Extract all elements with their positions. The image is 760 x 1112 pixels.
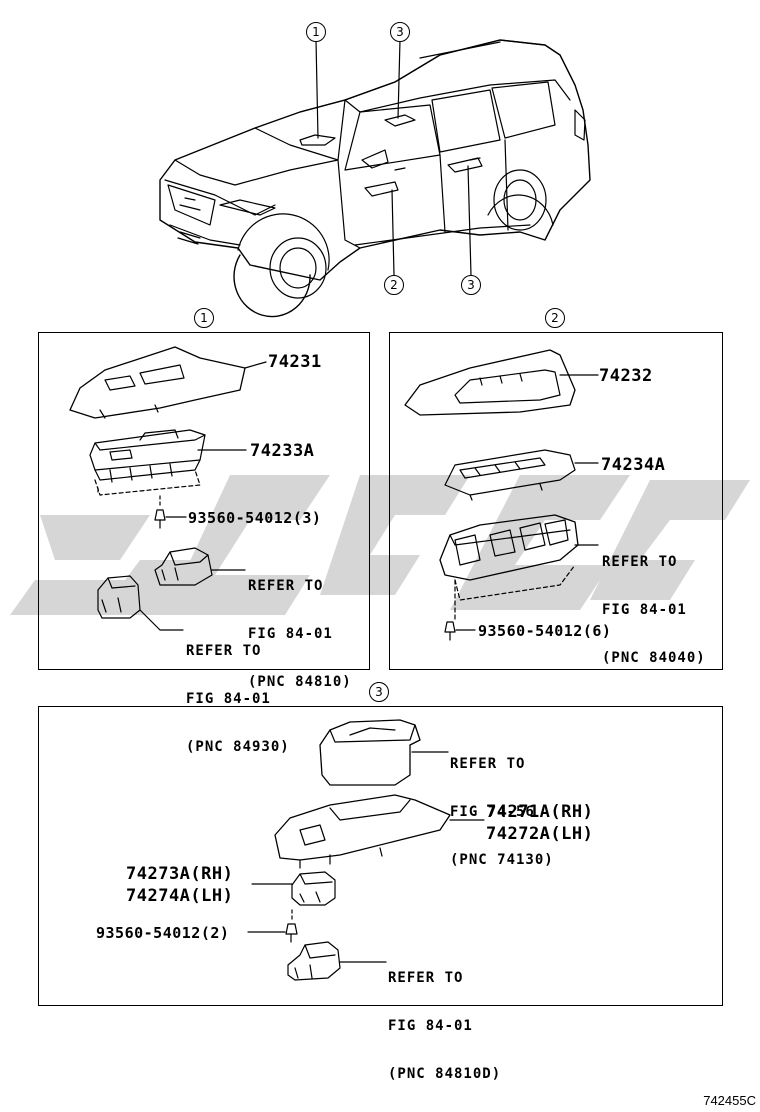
section1-panel: [38, 332, 370, 670]
callout-leaders: [315, 39, 472, 276]
section3-panel: [38, 706, 723, 1006]
section3-callout: 3: [369, 682, 389, 702]
diagram-code: 742455C: [703, 1093, 756, 1108]
suv-illustration: [159, 39, 591, 318]
ref-line: REFER TO: [248, 578, 324, 594]
part-74271a-rh: 74271A(RH): [486, 802, 594, 822]
part-74233a: 74233A: [250, 441, 315, 461]
section2-callout: 2: [545, 308, 565, 328]
ref-pnc-84810d: REFER TO FIG 84-01 (PNC 84810D): [388, 938, 501, 1098]
part-74232: 74232: [599, 366, 653, 386]
watermark-logo: [10, 475, 750, 615]
part-74273a-rh: 74273A(RH): [126, 864, 234, 884]
ref-line: REFER TO: [388, 970, 464, 986]
section2-parts: [404, 349, 599, 641]
part-74272a-lh: 74272A(LH): [486, 824, 594, 844]
ref-line: (PNC 74130): [450, 852, 554, 868]
ref-line: (PNC 84930): [186, 739, 290, 755]
ref-line: REFER TO: [186, 643, 262, 659]
section1-parts: [69, 346, 267, 631]
section1-callout: 1: [194, 308, 214, 328]
ref-line: REFER TO: [602, 554, 678, 570]
part-74234a: 74234A: [601, 455, 666, 475]
screw-section1: 93560-54012(3): [188, 509, 322, 527]
ref-line: (PNC 84040): [602, 650, 706, 666]
ref-line: FIG 84-01: [248, 626, 333, 642]
screw-section2: 93560-54012(6): [478, 622, 612, 640]
part-74274a-lh: 74274A(LH): [126, 886, 234, 906]
part-74231: 74231: [268, 352, 322, 372]
callout-1-top: 1: [306, 22, 326, 42]
ref-line: REFER TO: [450, 756, 526, 772]
callout-3-bottom: 3: [461, 275, 481, 295]
section3-parts: [247, 719, 485, 981]
ref-line: (PNC 84810D): [388, 1066, 502, 1082]
ref-line: FIG 84-01: [186, 691, 271, 707]
ref-pnc-84040: REFER TO FIG 84-01 (PNC 84040): [602, 522, 706, 682]
ref-line: FIG 84-01: [388, 1018, 473, 1034]
ref-pnc-74130: REFER TO FIG 74-56 (PNC 74130): [450, 724, 554, 884]
ref-pnc-84930: REFER TO FIG 84-01 (PNC 84930): [186, 611, 290, 771]
section2-panel: [389, 332, 723, 670]
ref-line: FIG 74-56: [450, 804, 535, 820]
callout-2-bottom: 2: [384, 275, 404, 295]
callout-3-top: 3: [390, 22, 410, 42]
screw-section3: 93560-54012(2): [96, 924, 230, 942]
ref-pnc-84810: REFER TO FIG 84-01 (PNC 84810): [248, 546, 352, 706]
ref-line: FIG 84-01: [602, 602, 687, 618]
ref-line: (PNC 84810): [248, 674, 352, 690]
